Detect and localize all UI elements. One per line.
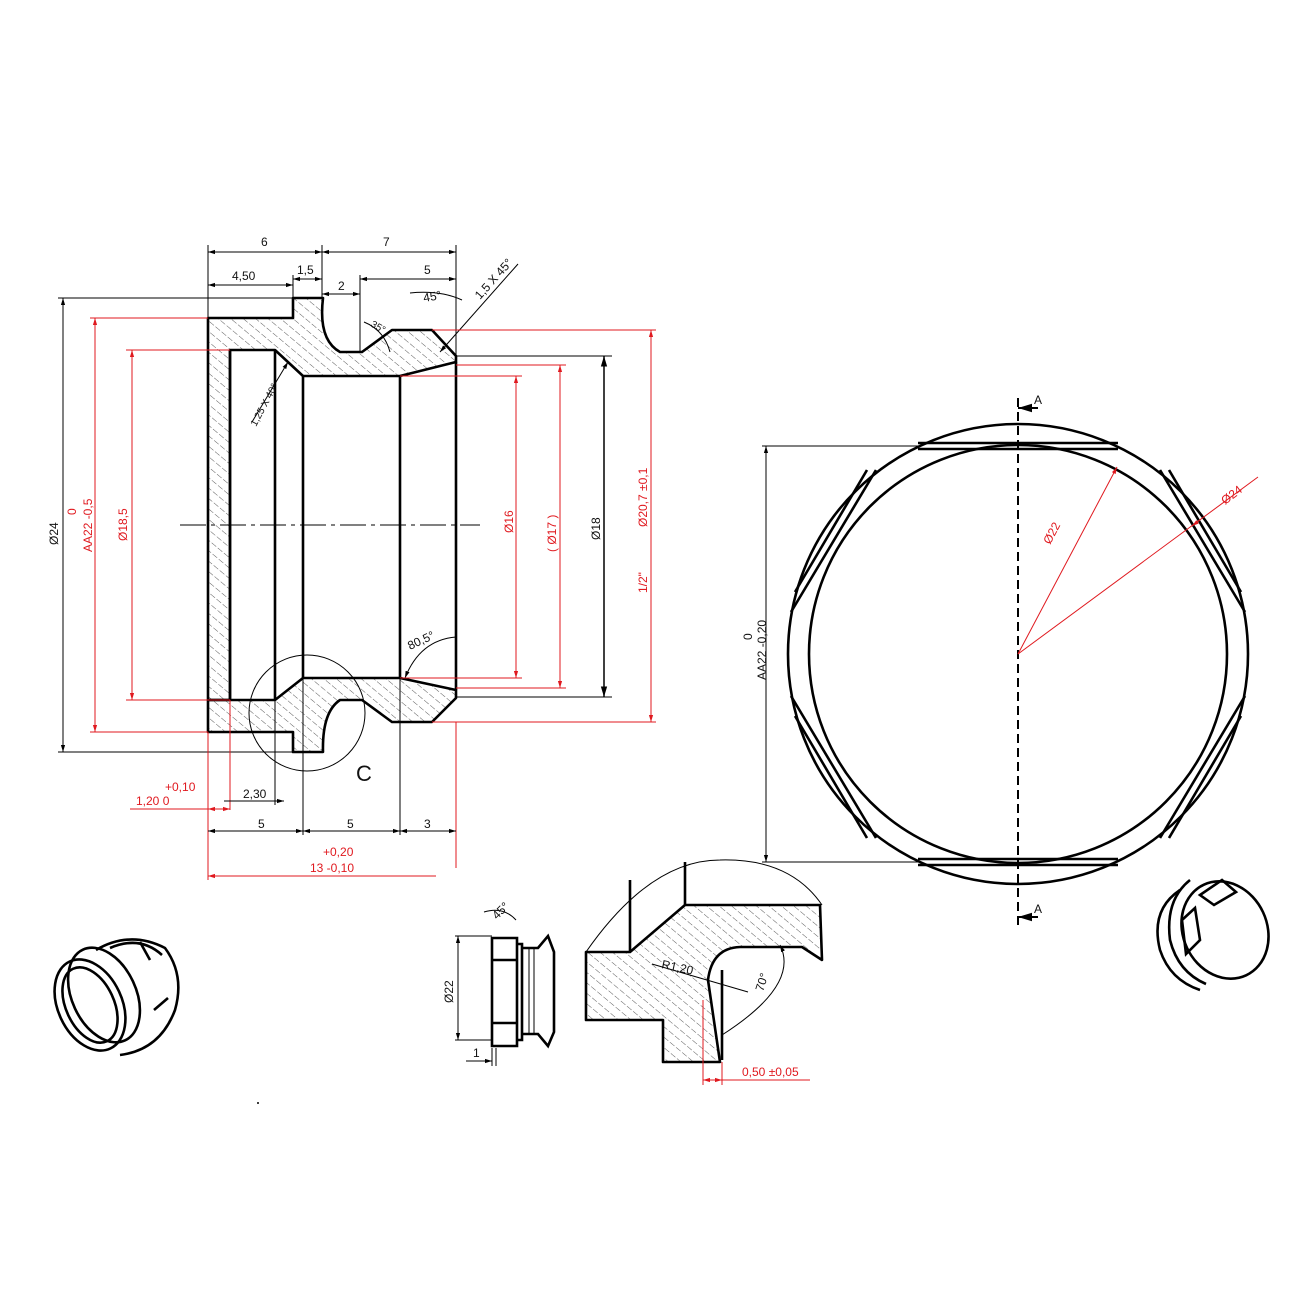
detail-c-circle [248, 654, 366, 772]
dim-1-side: 1 [473, 1046, 480, 1060]
detail-c-view: R1,20 70° 0,50 ±0,05 [584, 859, 824, 1085]
angle-45-side: 45° [489, 899, 512, 922]
section-upper-body [206, 296, 458, 702]
front-view: A A Ø22 Ø24 0 AA22 -0,20 [741, 393, 1259, 925]
dim-thread-half-inch: 1/2" [636, 572, 650, 593]
dim-phi22-front: Ø22 [1040, 520, 1063, 547]
isometric-plug-right [1156, 878, 1270, 992]
dim-1-20: 1,20 0 [136, 794, 170, 808]
dim-5-bottom-b: 5 [347, 817, 354, 831]
detail-c-label: C [356, 761, 372, 786]
section-view: C 6 7 4,50 1,5 2 5 45° 35° 1,5 X 45° 1,2… [47, 235, 656, 880]
section-lower-body [206, 676, 458, 754]
dim-1-20-tol-top: +0,10 [165, 780, 196, 794]
radius-r1-20: R1,20 [660, 957, 695, 977]
isometric-adapter-left [53, 938, 180, 1057]
dim-aa22: AA22 -0,5 [81, 498, 95, 552]
dim-2-30: 2,30 [243, 787, 267, 801]
dim-7: 7 [383, 235, 390, 249]
dim-phi18-5: Ø18,5 [116, 508, 130, 541]
dim-phi20-7: Ø20,7 ±0,1 [636, 467, 650, 527]
dim-phi22-side: Ø22 [442, 980, 456, 1003]
angle-45: 45° [422, 288, 442, 305]
dim-aa22-front-tol: 0 [741, 633, 755, 640]
dim-4-50: 4,50 [232, 269, 256, 283]
dim-6: 6 [261, 235, 268, 249]
angle-70: 70° [753, 971, 772, 993]
angle-80-5: 80,5° [405, 628, 437, 653]
side-view: Ø22 45° 1 [442, 899, 556, 1066]
dim-phi18: Ø18 [589, 517, 603, 540]
dim-5-bottom-a: 5 [258, 817, 265, 831]
dim-phi24-left: Ø24 [47, 522, 61, 545]
tolerance-0-50: 0,50 ±0,05 [742, 1065, 799, 1079]
dim-aa22-tol-top: 0 [65, 508, 79, 515]
dim-aa22-front: AA22 -0,20 [755, 620, 769, 680]
dim-phi16: Ø16 [502, 510, 516, 533]
outer-circle [786, 422, 1250, 886]
section-label-a-bottom: A [1034, 902, 1042, 916]
dim-1-5: 1,5 [297, 263, 314, 277]
section-label-a-top: A [1034, 393, 1042, 407]
dim-5-top: 5 [424, 263, 431, 277]
angle-35: 35° [369, 319, 388, 336]
dim-3-bottom: 3 [424, 817, 431, 831]
chamfer-1-5x45: 1,5 X 45° [472, 256, 516, 302]
dim-2: 2 [338, 279, 345, 293]
dim-13: 13 -0,10 [310, 861, 354, 875]
dim-13-tol-top: +0,20 [323, 845, 354, 859]
dim-phi17: ( Ø17 ) [545, 515, 559, 552]
